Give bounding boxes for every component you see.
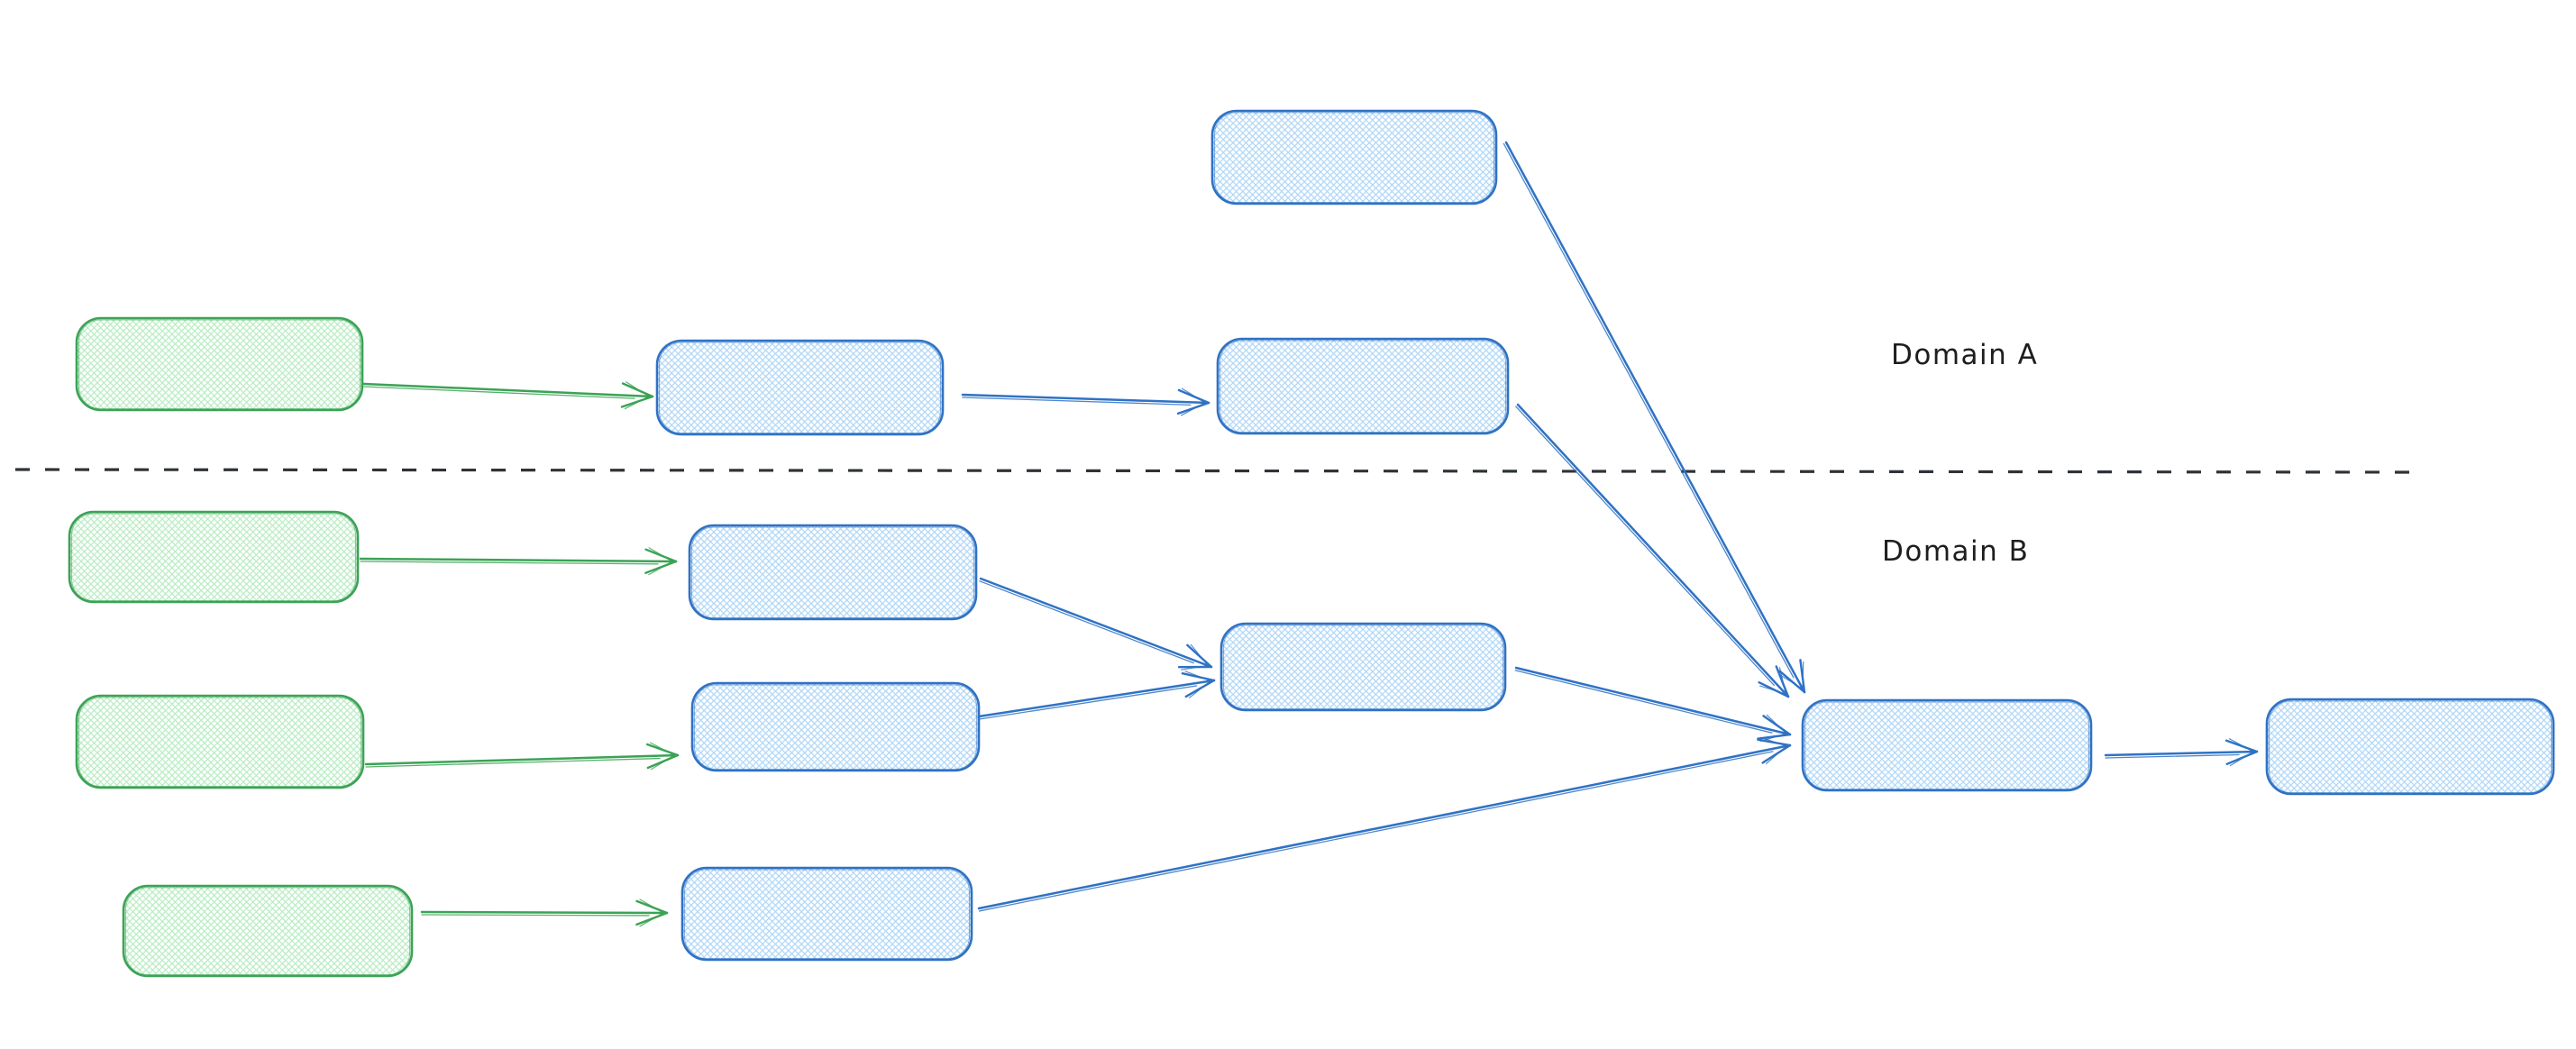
node-a-source[interactable] xyxy=(75,316,364,412)
edge-b-stage1-to-b-hub[interactable] xyxy=(979,577,1213,670)
edge-b-source1-to-b-stage1[interactable] xyxy=(359,547,678,576)
node-final[interactable] xyxy=(2265,698,2555,796)
node-a-stage1[interactable] xyxy=(655,339,945,436)
node-b-source3[interactable] xyxy=(122,884,414,978)
domain-b-label[interactable]: Domain B xyxy=(1882,535,2029,568)
edge-b-stage3-to-merge[interactable] xyxy=(977,736,1792,912)
edge-merge-to-final[interactable] xyxy=(2104,738,2259,767)
edge-a-stage2-to-merge[interactable] xyxy=(1515,403,1790,698)
node-a-top[interactable] xyxy=(1210,109,1498,205)
node-b-stage3[interactable] xyxy=(681,866,973,962)
node-b-stage2[interactable] xyxy=(690,681,981,772)
edge-a-top-to-merge[interactable] xyxy=(1503,141,1806,694)
edge-b-source3-to-b-stage3[interactable] xyxy=(420,898,669,927)
domain-a-label[interactable]: Domain A xyxy=(1891,339,2038,371)
node-b-source1[interactable] xyxy=(68,510,360,604)
node-b-stage1[interactable] xyxy=(688,524,978,621)
domain-divider-line[interactable] xyxy=(14,468,2416,474)
node-b-source2[interactable] xyxy=(75,694,365,789)
edge-a-stage1-to-a-stage2[interactable] xyxy=(961,388,1210,416)
edge-b-stage2-to-b-hub[interactable] xyxy=(977,670,1216,720)
edge-a-source-to-a-stage1[interactable] xyxy=(362,381,654,410)
edge-b-source2-to-b-stage2[interactable] xyxy=(364,742,680,771)
node-a-stage2[interactable] xyxy=(1216,337,1510,435)
node-b-hub[interactable] xyxy=(1219,622,1507,712)
node-merge[interactable] xyxy=(1801,698,2093,792)
